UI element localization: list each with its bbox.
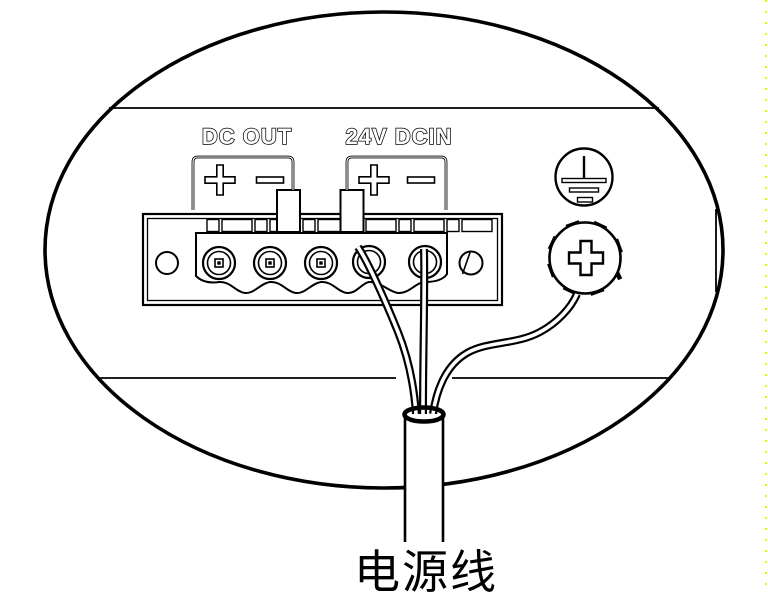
wire-ground bbox=[429, 292, 581, 415]
minus-icon bbox=[255, 176, 285, 184]
mount-hole-right bbox=[458, 250, 484, 276]
mount-hole-left bbox=[155, 251, 179, 275]
connector-key-tab-right bbox=[339, 189, 365, 233]
power-cable bbox=[402, 405, 446, 542]
connector-key-tab-left bbox=[276, 189, 301, 233]
plus-icon bbox=[358, 164, 390, 196]
wire-dcin-plus bbox=[354, 244, 420, 415]
dc-in-label: 24V DCIN bbox=[345, 124, 452, 149]
terminal-block bbox=[141, 189, 504, 307]
terminal-1 bbox=[201, 245, 237, 281]
earth-ground-icon bbox=[554, 147, 614, 207]
dc-out-bracket bbox=[191, 155, 295, 210]
terminal-2 bbox=[252, 245, 288, 281]
ground-screw bbox=[547, 220, 623, 296]
dc-in-bracket bbox=[345, 155, 448, 210]
dc-out-label: DC OUT bbox=[202, 124, 292, 149]
cable-mouth bbox=[402, 405, 446, 424]
minus-icon bbox=[406, 176, 436, 184]
phillips-screw-icon bbox=[567, 239, 605, 277]
wire-dcin-minus bbox=[419, 248, 429, 415]
terminal-3 bbox=[303, 245, 339, 281]
plus-icon bbox=[204, 164, 236, 196]
power-cable-label: 电源线 bbox=[354, 546, 498, 594]
page-edge-dots bbox=[765, 0, 767, 594]
